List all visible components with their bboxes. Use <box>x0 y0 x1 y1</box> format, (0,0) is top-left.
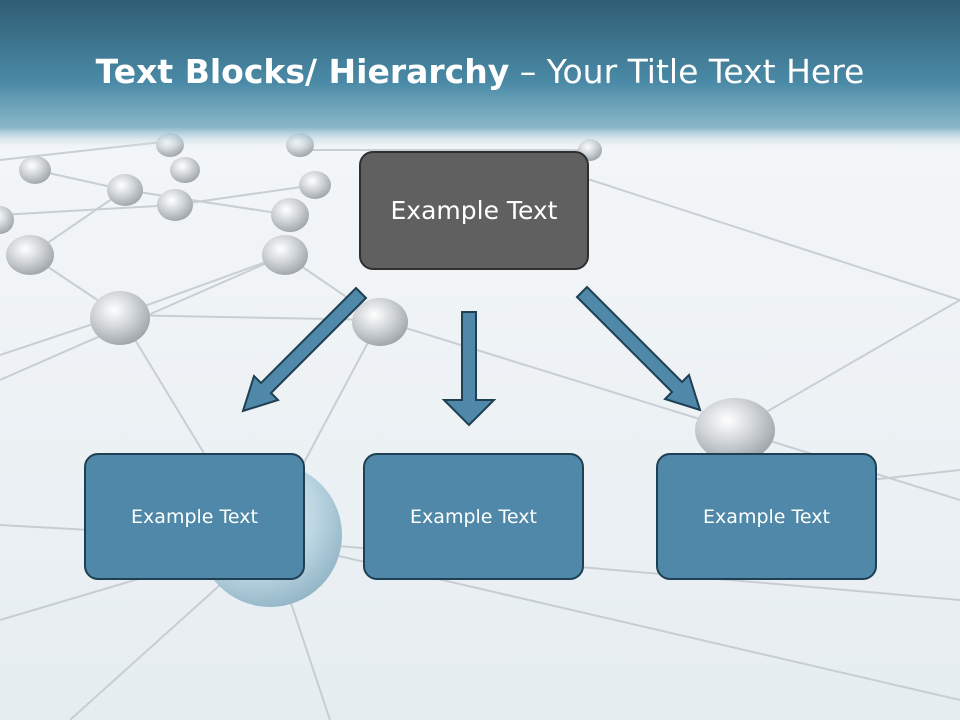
title-bold: Text Blocks/ Hierarchy <box>95 52 510 91</box>
arrow-left <box>241 286 368 413</box>
title-rest: – Your Title Text Here <box>509 52 865 91</box>
child-box-label: Example Text <box>410 505 537 528</box>
child-box-right: Example Text <box>656 453 877 580</box>
top-box-label: Example Text <box>390 196 558 225</box>
child-box-left: Example Text <box>84 453 305 580</box>
arrow-right <box>575 285 702 412</box>
header-band <box>0 0 960 150</box>
slide-title: Text Blocks/ Hierarchy – Your Title Text… <box>0 52 960 91</box>
child-box-label: Example Text <box>131 505 258 528</box>
top-box: Example Text <box>359 151 589 270</box>
child-box-label: Example Text <box>703 505 830 528</box>
arrow-center <box>441 311 497 427</box>
child-box-center: Example Text <box>363 453 584 580</box>
